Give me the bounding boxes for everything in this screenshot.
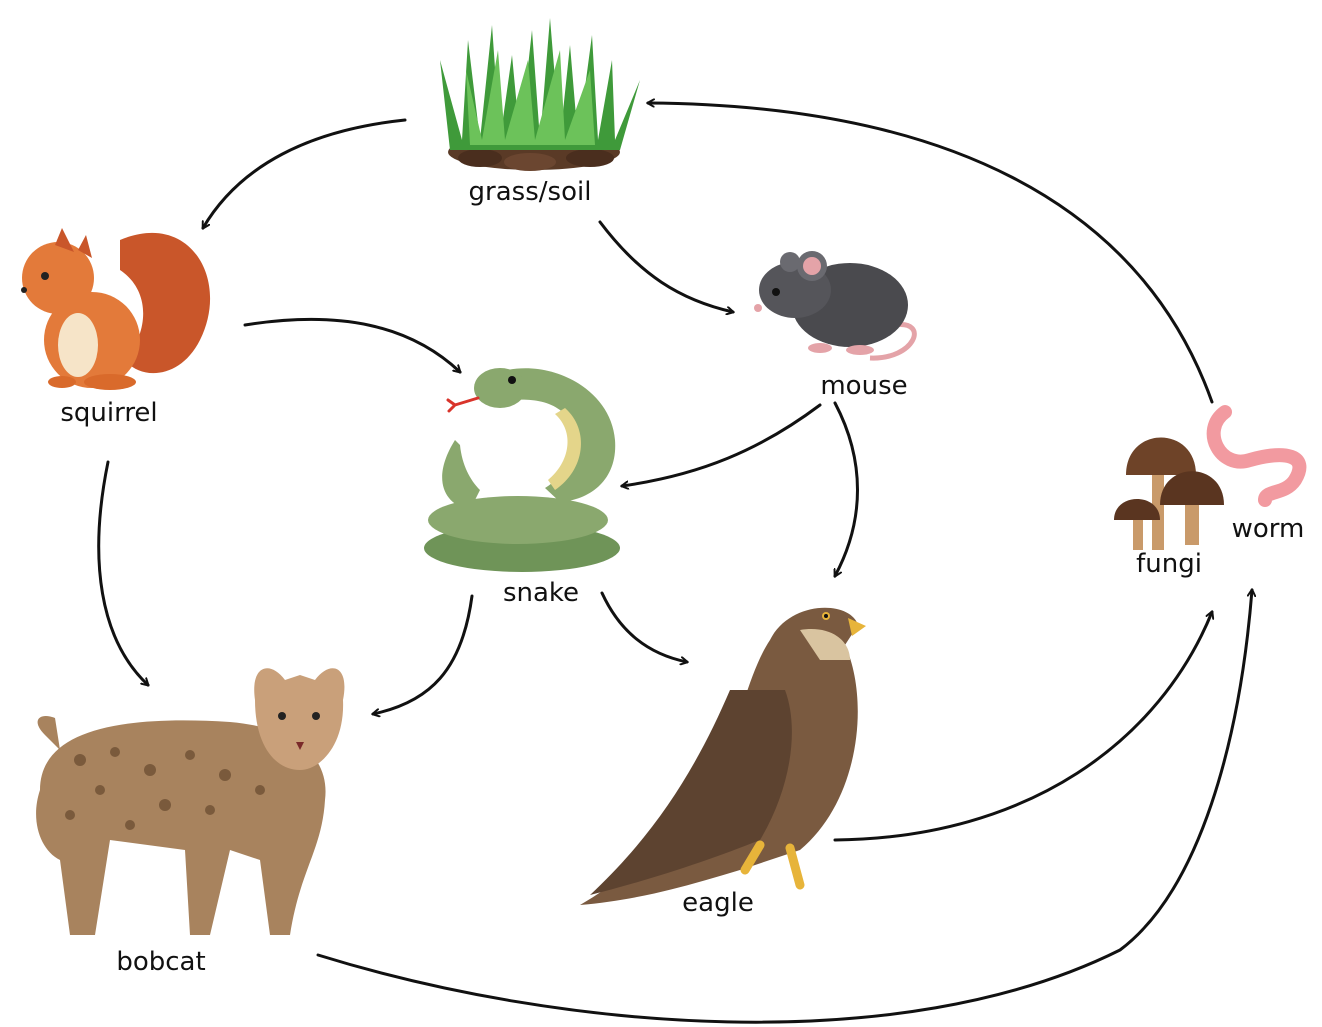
- arrow-grass-to-squirrel: [201, 118, 407, 228]
- mouse-illustration: [754, 251, 917, 361]
- grass-soil-illustration: [440, 18, 640, 171]
- label-snake: snake: [503, 578, 579, 608]
- arrow-mouse-to-snake: [622, 403, 822, 486]
- arrow-squirrel-to-snake: [243, 317, 460, 374]
- arrow-worm-to-grass: [648, 103, 1214, 404]
- arrow-eagle-to-worm: [833, 612, 1212, 842]
- arrow-snake-to-eagle: [600, 591, 687, 662]
- fungi-illustration: [1114, 437, 1224, 550]
- eagle-illustration: [580, 607, 866, 905]
- arrow-snake-to-bobcat: [373, 594, 474, 714]
- label-mouse: mouse: [820, 371, 907, 401]
- arrow-squirrel-to-bobcat: [97, 460, 148, 687]
- snake-illustration: [424, 368, 620, 572]
- bobcat-illustration: [36, 668, 345, 935]
- label-grass-soil: grass/soil: [469, 177, 592, 207]
- arrows: [97, 103, 1252, 1024]
- label-bobcat: bobcat: [116, 947, 205, 977]
- label-worm: worm: [1232, 514, 1305, 544]
- label-fungi: fungi: [1136, 549, 1202, 579]
- arrow-bobcat-to-worm: [316, 590, 1252, 1024]
- worm-illustration: [1206, 405, 1307, 507]
- label-squirrel: squirrel: [60, 398, 157, 428]
- arrow-mouse-to-eagle: [833, 401, 859, 576]
- labels: grass/soil squirrel mouse snake fungi wo…: [60, 177, 1304, 977]
- label-eagle: eagle: [682, 888, 754, 918]
- arrow-grass-to-mouse: [598, 220, 733, 312]
- squirrel-illustration: [21, 228, 211, 390]
